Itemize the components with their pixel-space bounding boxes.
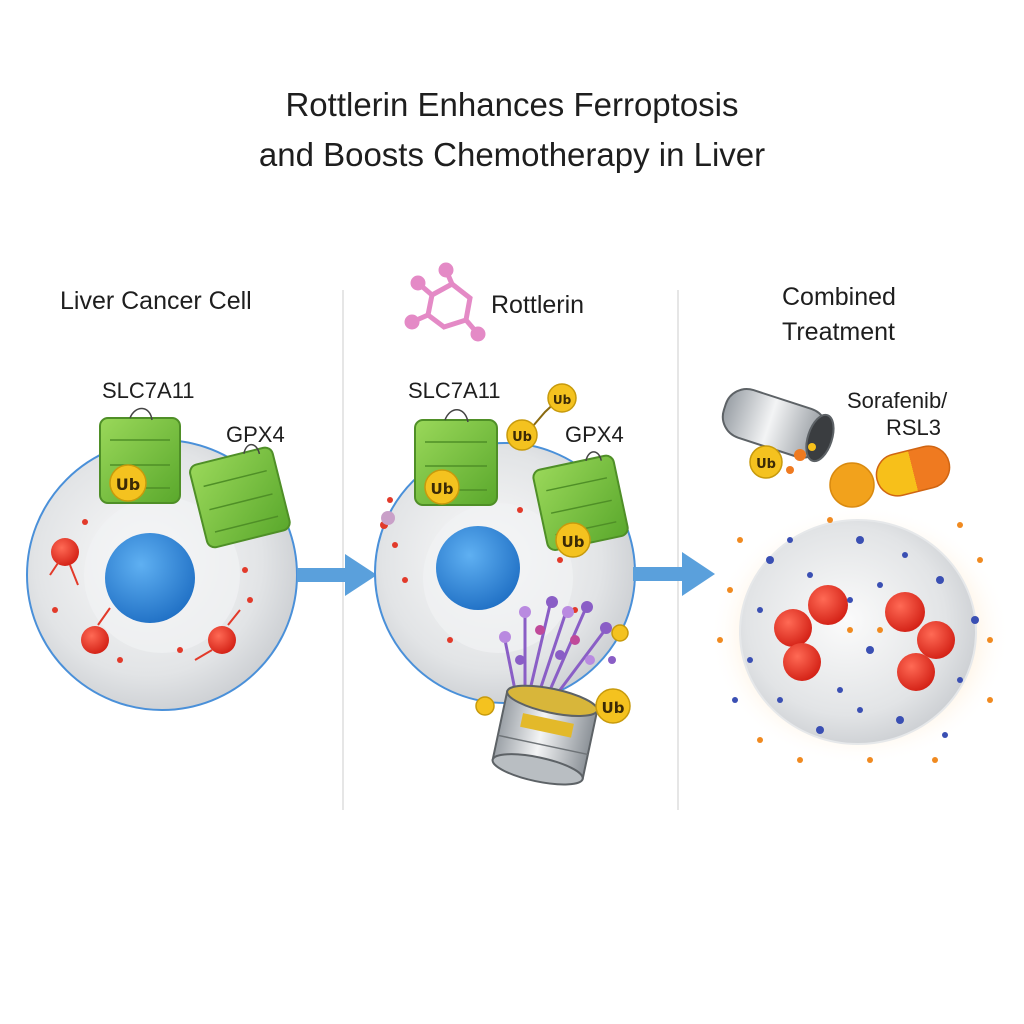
title-line-1: Rottlerin Enhances Ferroptosis <box>285 86 739 123</box>
svg-text:Ub: Ub <box>431 480 454 498</box>
ubiquitin-tag: Ub <box>109 464 147 502</box>
gpx4-label-2: GPX4 <box>565 422 624 447</box>
ubiquitin-tag-2: Ub <box>424 469 460 505</box>
svg-text:Ub: Ub <box>512 430 532 445</box>
title-line-2: and Boosts Chemotherapy in Liver <box>258 136 766 173</box>
protein-fragments <box>499 596 616 691</box>
drug-capsule-open-icon <box>721 388 835 463</box>
drug-label-line-1: Sorafenib/ <box>847 388 948 413</box>
arrow-right-icon-2 <box>633 552 715 596</box>
svg-text:Ub: Ub <box>562 533 585 551</box>
ubiquitin-chain: Ub Ub <box>506 383 577 451</box>
svg-text:Ub: Ub <box>756 457 776 472</box>
panel-3-heading-line-2: Treatment <box>782 318 896 346</box>
proteasome-icon <box>491 684 599 786</box>
slc7a11-label-2: SLC7A11 <box>408 378 501 403</box>
svg-text:Ub: Ub <box>553 393 572 407</box>
svg-text:Ub: Ub <box>602 699 625 717</box>
scattered-particles <box>717 517 993 763</box>
nucleus <box>105 533 195 623</box>
slc7a11-label: SLC7A11 <box>102 378 195 403</box>
panel-2-heading: Rottlerin <box>491 291 585 319</box>
drug-spill <box>786 443 816 474</box>
ubiquitin-tag-5: Ub <box>749 445 783 479</box>
svg-text:Ub: Ub <box>116 475 140 494</box>
lipid-ros-cluster <box>774 585 955 691</box>
panel-1-heading: Liver Cancer Cell <box>60 287 252 315</box>
nucleus-2 <box>436 526 520 610</box>
ubiquitin-tag-4: Ub <box>475 624 631 724</box>
lipid-ros-droplets <box>49 519 253 663</box>
rottlerin-molecule-icon <box>404 262 486 342</box>
arrow-right-icon <box>297 554 377 596</box>
drug-pill-icon <box>829 445 951 508</box>
ubiquitin-tag-3: Ub <box>555 522 591 558</box>
panel-3-heading-line-1: Combined <box>782 283 896 311</box>
gpx4-protein <box>189 443 291 549</box>
gpx4-label: GPX4 <box>226 422 285 447</box>
drug-label-line-2: RSL3 <box>886 415 942 440</box>
